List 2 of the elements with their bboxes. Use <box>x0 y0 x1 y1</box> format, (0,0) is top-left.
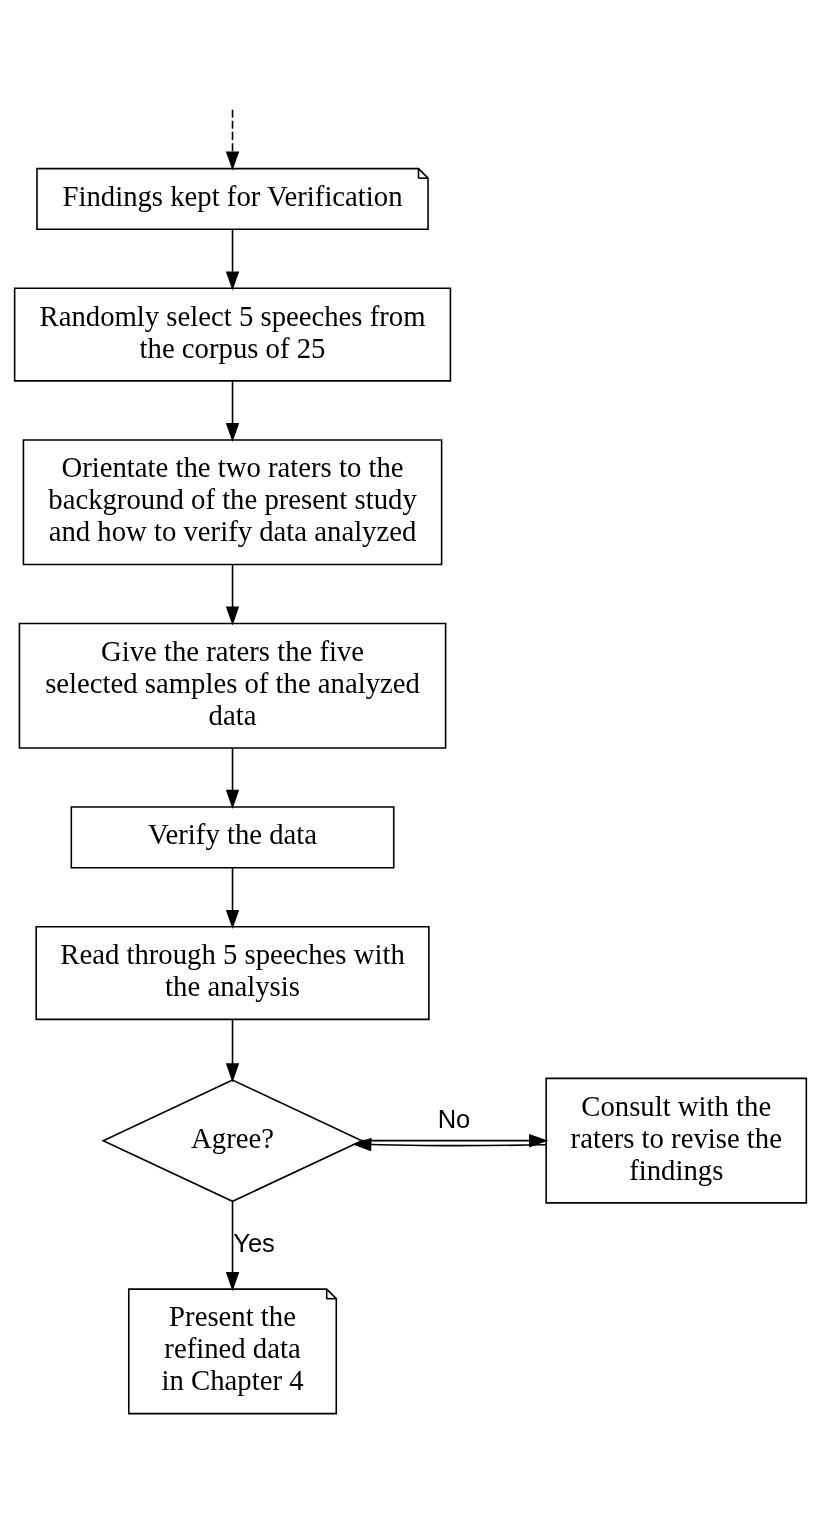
edge-label: No <box>437 1104 471 1133</box>
edge-label: Yes <box>233 1229 275 1258</box>
